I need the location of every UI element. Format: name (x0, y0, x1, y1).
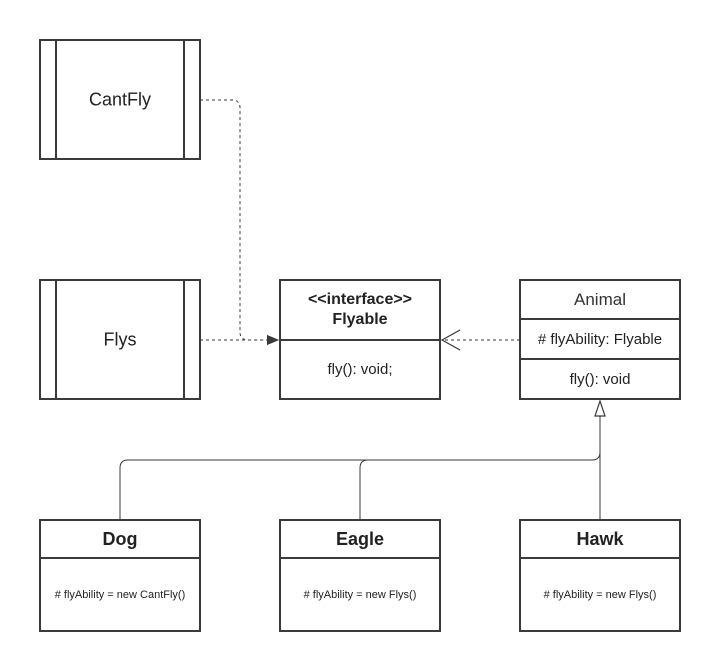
cantfly-node[interactable]: CantFly (39, 39, 201, 160)
cantfly-label: CantFly (88, 89, 151, 109)
eagle-inheritance-connector (359, 459, 369, 520)
animal-header: Animal (521, 281, 679, 318)
dog-name: Dog (102, 528, 138, 549)
animal-name: Animal (574, 289, 626, 309)
flyable-name: Flyable (332, 311, 388, 328)
open-arrowhead (440, 329, 461, 351)
animal-method: fly(): void (569, 370, 631, 388)
flys-label: Flys (103, 329, 137, 349)
dog-class[interactable]: Dog # flyAbility = new CantFly() (39, 519, 201, 632)
flys-node[interactable]: Flys (39, 279, 201, 400)
eagle-field: # flyAbility = new Flys() (303, 588, 417, 601)
cantfly-to-flyable-connector (200, 99, 279, 345)
flyable-header: <<interface>> Flyable (281, 281, 439, 339)
animal-class[interactable]: Animal # flyAbility: Flyable fly(): void (519, 279, 681, 400)
hawk-body: # flyAbility = new Flys() (521, 557, 679, 630)
flyable-methods: fly(): void; (281, 339, 439, 398)
hawk-header: Hawk (521, 521, 679, 557)
hawk-name: Hawk (576, 528, 624, 549)
dog-header: Dog (41, 521, 199, 557)
dog-field: # flyAbility = new CantFly() (54, 588, 186, 601)
flyable-stereotype: <<interface>> (307, 291, 413, 308)
hawk-field: # flyAbility = new Flys() (543, 588, 657, 601)
animal-methods: fly(): void (521, 358, 679, 398)
eagle-body: # flyAbility = new Flys() (281, 557, 439, 630)
eagle-class[interactable]: Eagle # flyAbility = new Flys() (279, 519, 441, 632)
dog-body: # flyAbility = new CantFly() (41, 557, 199, 630)
hollow-triangle-arrowhead (594, 399, 606, 417)
eagle-name: Eagle (335, 528, 385, 549)
eagle-header: Eagle (281, 521, 439, 557)
flyable-interface-class[interactable]: <<interface>> Flyable fly(): void; (279, 279, 441, 400)
hawk-class[interactable]: Hawk # flyAbility = new Flys() (519, 519, 681, 632)
flyable-method: fly(): void; (327, 361, 393, 378)
animal-attributes: # flyAbility: Flyable (521, 318, 679, 358)
animal-attribute: # flyAbility: Flyable (537, 330, 663, 348)
